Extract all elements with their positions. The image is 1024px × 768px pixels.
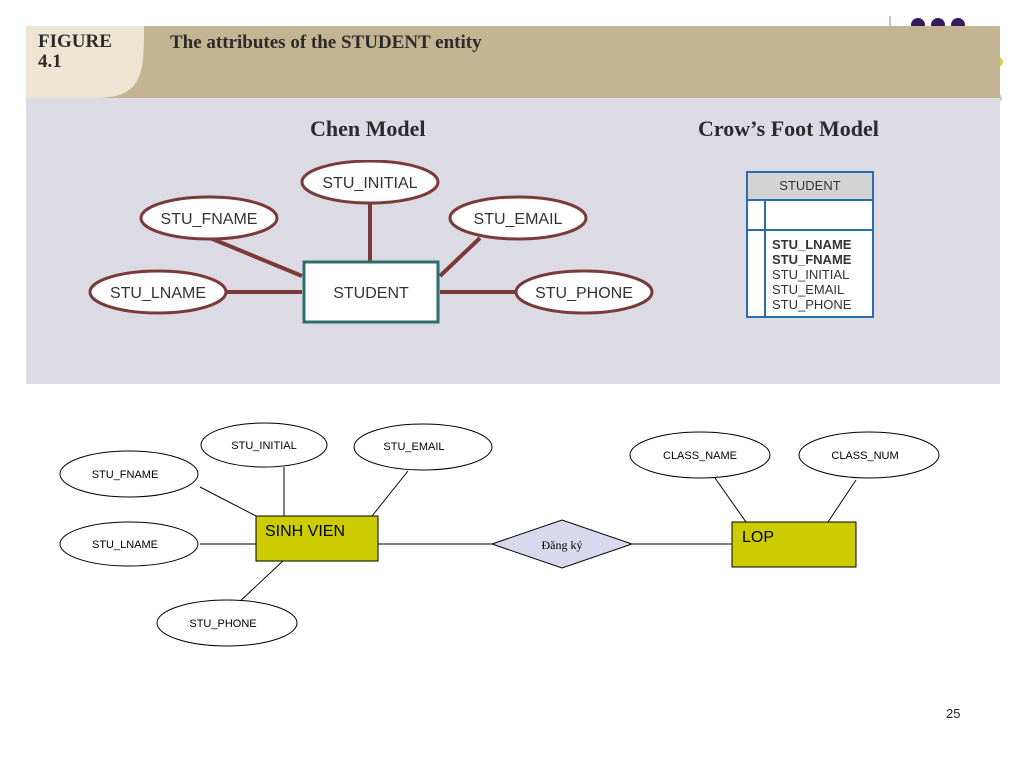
chen-attr-lname-oval bbox=[88, 269, 228, 315]
chen-link-fname bbox=[209, 236, 303, 278]
chen-attr-email-oval bbox=[448, 195, 588, 241]
erd-attr-classnum-oval bbox=[798, 431, 940, 479]
chen-attr-fname-oval bbox=[139, 195, 279, 241]
crowsfoot-attr: STU_LNAME bbox=[772, 237, 852, 252]
erd-attr-phone: STU_PHONE bbox=[189, 618, 256, 630]
crowsfoot-pk-row bbox=[748, 201, 872, 231]
page-number: 25 bbox=[946, 706, 961, 721]
erd-link-fname bbox=[199, 486, 257, 517]
erd-attr-phone-oval bbox=[156, 599, 298, 647]
erd-link-phone bbox=[235, 559, 285, 606]
figure-title: The attributes of the STUDENT entity bbox=[170, 32, 482, 53]
chen-attr-initial-oval bbox=[300, 160, 440, 205]
erd-attr-initial-oval bbox=[200, 422, 328, 468]
crowsfoot-attr: STU_PHONE bbox=[772, 297, 852, 312]
chen-attr-email: STU_EMAIL bbox=[474, 211, 563, 228]
crowsfoot-attr: STU_EMAIL bbox=[772, 282, 845, 297]
chen-link-email bbox=[438, 236, 482, 278]
erd-relationship-label: Đăng ký bbox=[542, 538, 583, 552]
erd-attr-classname: CLASS_NAME bbox=[663, 450, 737, 462]
chen-attr-phone: STU_PHONE bbox=[535, 285, 633, 302]
erd-diagram: STU_INITIAL STU_EMAIL STU_FNAME STU_LNAM… bbox=[59, 422, 940, 647]
chen-model-title: Chen Model bbox=[310, 116, 426, 141]
chen-diagram: STU_INITIAL STU_FNAME STU_EMAIL STU_LNAM… bbox=[88, 160, 654, 324]
crowsfoot-attr: STU_INITIAL bbox=[772, 267, 850, 282]
chen-attr-lname: STU_LNAME bbox=[110, 285, 206, 302]
erd-attr-fname-oval bbox=[59, 450, 199, 498]
erd-attr-fname: STU_FNAME bbox=[92, 469, 159, 481]
erd-attr-lname: STU_LNAME bbox=[92, 539, 158, 551]
erd-entity-sinhvien-label: SINH VIEN bbox=[265, 523, 345, 540]
erd-attr-classname-oval bbox=[629, 431, 771, 479]
erd-link-classnum bbox=[827, 479, 857, 523]
erd-link-email bbox=[371, 470, 409, 517]
erd-attr-email: STU_EMAIL bbox=[383, 441, 444, 453]
crowsfoot-attr: STU_FNAME bbox=[772, 252, 852, 267]
erd-attr-lname-oval bbox=[59, 521, 199, 567]
chen-attr-initial: STU_INITIAL bbox=[322, 175, 417, 192]
erd-entity-lop-label: LOP bbox=[742, 529, 774, 546]
crowsfoot-model-title: Crow’s Foot Model bbox=[698, 116, 879, 141]
erd-attr-initial: STU_INITIAL bbox=[231, 440, 296, 452]
chen-entity-label: STUDENT bbox=[333, 285, 409, 302]
erd-entity-sinhvien bbox=[255, 515, 379, 562]
erd-attr-email-oval bbox=[353, 423, 493, 471]
erd-link-classname bbox=[714, 477, 747, 523]
erd-entity-lop bbox=[731, 521, 857, 568]
figure-label: FIGURE 4.1 bbox=[38, 31, 112, 72]
figure-header bbox=[26, 26, 1000, 98]
chen-attr-fname: STU_FNAME bbox=[161, 211, 258, 228]
crowsfoot-table-header: STUDENT bbox=[748, 173, 872, 201]
chen-entity-box bbox=[302, 260, 440, 324]
erd-relationship-diamond bbox=[490, 519, 634, 569]
chen-attr-phone-oval bbox=[514, 269, 654, 315]
erd-attr-classnum: CLASS_NUM bbox=[831, 450, 898, 462]
